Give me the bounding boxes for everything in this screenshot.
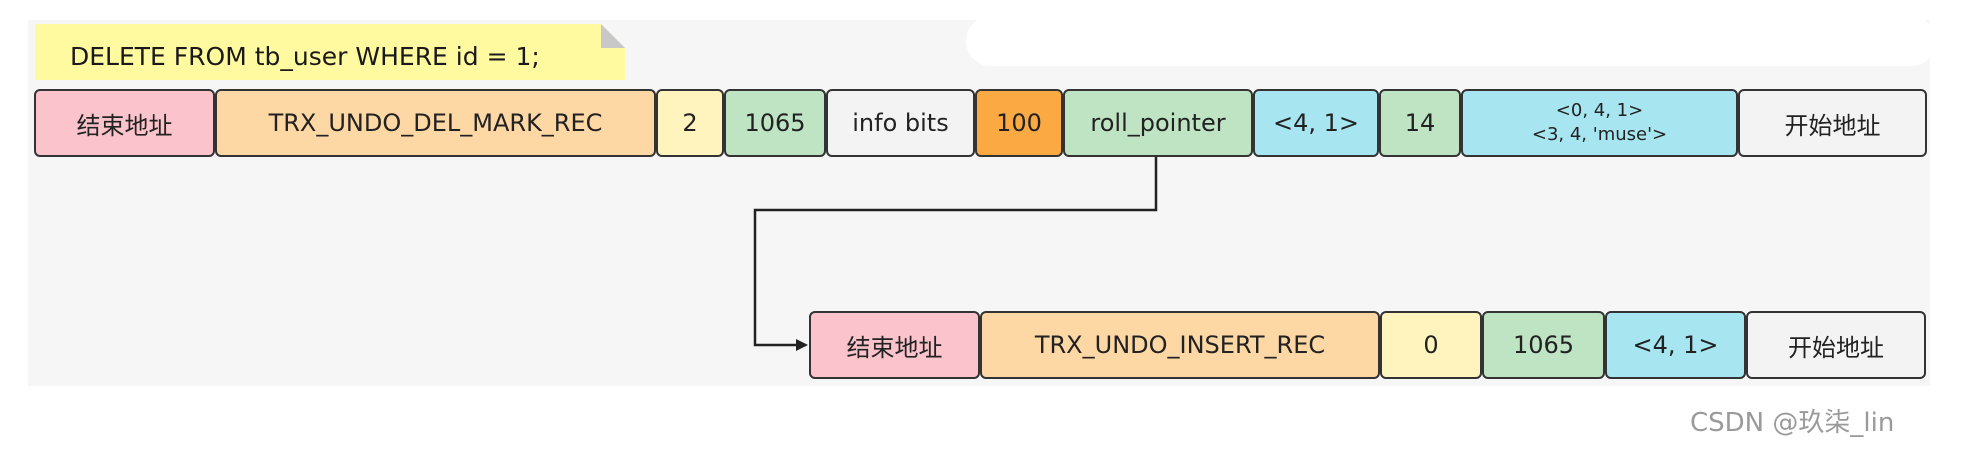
start-address-cell-text: 开始地址 bbox=[1788, 333, 1884, 362]
undo-no-cell: 0 bbox=[1380, 311, 1482, 379]
undo-type-cell-text: TRX_UNDO_DEL_MARK_REC bbox=[268, 109, 603, 137]
start-address-cell: 开始地址 bbox=[1738, 89, 1927, 157]
primary-key-cell-text: <4, 1> bbox=[1272, 109, 1359, 137]
trx-id-cell: 100 bbox=[975, 89, 1063, 157]
info-bits-cell: info bits bbox=[826, 89, 975, 157]
start-address-cell-text: 开始地址 bbox=[1784, 111, 1881, 140]
undo-type-cell-text: TRX_UNDO_INSERT_REC bbox=[1034, 331, 1326, 359]
table-id-cell: 1065 bbox=[724, 89, 826, 157]
sql-statement: DELETE FROM tb_user WHERE id = 1; bbox=[70, 42, 540, 71]
table-id-cell-text: 1065 bbox=[744, 109, 806, 137]
index-list-cell: <0, 4, 1> <3, 4, 'muse'> bbox=[1461, 89, 1738, 157]
start-address-cell: 开始地址 bbox=[1746, 311, 1926, 379]
info-bits-cell-text: info bits bbox=[852, 109, 949, 137]
watermark: CSDN @玖柒_lin bbox=[1690, 408, 1895, 438]
undo-type-cell: TRX_UNDO_DEL_MARK_REC bbox=[215, 89, 656, 157]
roll-pointer-cell: roll_pointer bbox=[1063, 89, 1253, 157]
end-address-cell-text: 结束地址 bbox=[76, 111, 173, 140]
trx-id-cell-text: 100 bbox=[996, 109, 1042, 137]
roll-pointer-cell-text: roll_pointer bbox=[1090, 109, 1226, 137]
undo-no-cell-text: 2 bbox=[682, 109, 698, 137]
index-list-cell-text: <0, 4, 1> bbox=[1555, 100, 1644, 121]
end-address-cell: 结束地址 bbox=[34, 89, 215, 157]
sql-note bbox=[35, 24, 625, 80]
primary-key-cell: <4, 1> bbox=[1253, 89, 1379, 157]
connector-line bbox=[753, 157, 1158, 351]
end-address-cell-text: 结束地址 bbox=[846, 333, 943, 362]
undo-no-cell: 2 bbox=[656, 89, 724, 157]
undo-no-cell-text: 0 bbox=[1423, 331, 1439, 359]
index-list-size-cell: 14 bbox=[1379, 89, 1461, 157]
background-highlight bbox=[966, 16, 1936, 66]
table-id-cell-text: 1065 bbox=[1512, 331, 1575, 359]
index-list-cell-text: <3, 4, 'muse'> bbox=[1531, 124, 1668, 145]
primary-key-cell-text: <4, 1> bbox=[1632, 331, 1719, 359]
primary-key-cell: <4, 1> bbox=[1605, 311, 1746, 379]
end-address-cell: 结束地址 bbox=[809, 311, 980, 379]
undo-type-cell: TRX_UNDO_INSERT_REC bbox=[980, 311, 1380, 379]
table-id-cell: 1065 bbox=[1482, 311, 1605, 379]
index-list-size-cell-text: 14 bbox=[1404, 109, 1436, 137]
